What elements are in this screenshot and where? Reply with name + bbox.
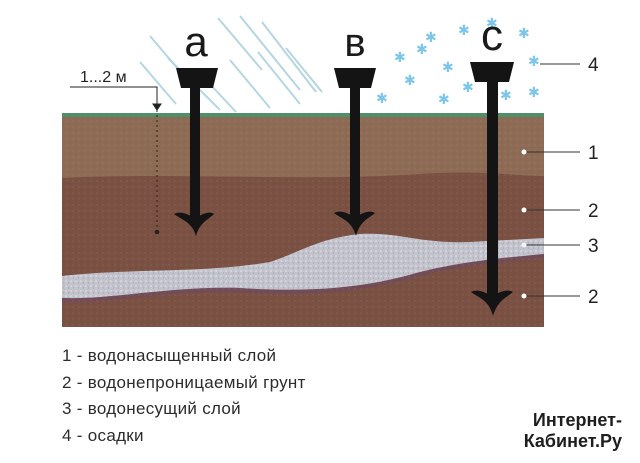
ground-cross-section <box>62 113 544 327</box>
grass-line <box>62 113 544 117</box>
svg-text:✱: ✱ <box>376 91 388 107</box>
well-c: с <box>470 11 514 316</box>
legend-item-2: 2 - водонепроницаемый грунт <box>62 372 306 392</box>
watermark-line-1: Интернет- <box>532 410 622 430</box>
watermark-line-2: Кабинет.Ру <box>523 431 622 451</box>
svg-text:✱: ✱ <box>438 92 450 108</box>
well-c-cap <box>470 62 514 82</box>
svg-text:✱: ✱ <box>416 42 428 58</box>
svg-text:✱: ✱ <box>442 60 454 76</box>
well-b-cap <box>334 68 376 88</box>
layer-marker-1: 1 <box>588 143 599 164</box>
legend-item-4: 4 - осадки <box>62 425 144 445</box>
svg-text:✱: ✱ <box>458 23 470 39</box>
well-a: а <box>174 18 218 236</box>
well-c-label: с <box>481 11 503 60</box>
rain-streaks <box>139 15 323 113</box>
layer-dots <box>521 149 527 299</box>
well-a-label: а <box>184 18 208 65</box>
watermark: Интернет- Кабинет.Ру <box>524 410 622 452</box>
legend: 1 - водонасыщенный слой 2 - водонепрониц… <box>62 343 442 449</box>
snowflakes: ✱✱✱ ✱✱✱ ✱✱✱ ✱✱✱ ✱✱ <box>376 16 540 108</box>
legend-item-1: 1 - водонасыщенный слой <box>62 346 277 365</box>
well-b: в <box>334 21 376 236</box>
layer-marker-2-upper: 2 <box>588 201 599 222</box>
svg-text:✱: ✱ <box>486 16 498 32</box>
svg-text:✱: ✱ <box>462 80 474 96</box>
svg-text:✱: ✱ <box>425 30 437 46</box>
svg-text:✱: ✱ <box>528 54 540 70</box>
legend-item-3: 3 - водонесущий слой <box>62 399 241 418</box>
layer-marker-2-lower: 2 <box>588 287 599 308</box>
layer-marker-4: 4 <box>588 55 599 76</box>
well-b-label: в <box>344 21 365 65</box>
svg-text:✱: ✱ <box>394 50 406 66</box>
svg-text:✱: ✱ <box>518 26 530 42</box>
layer-leaders <box>526 63 580 297</box>
depth-marker <box>70 86 162 235</box>
svg-text:✱: ✱ <box>528 85 540 101</box>
well-a-cap <box>176 68 218 88</box>
depth-label: 1...2 м <box>80 69 127 86</box>
svg-text:✱: ✱ <box>500 88 512 104</box>
layer-marker-3: 3 <box>588 236 599 257</box>
svg-text:✱: ✱ <box>404 73 416 89</box>
